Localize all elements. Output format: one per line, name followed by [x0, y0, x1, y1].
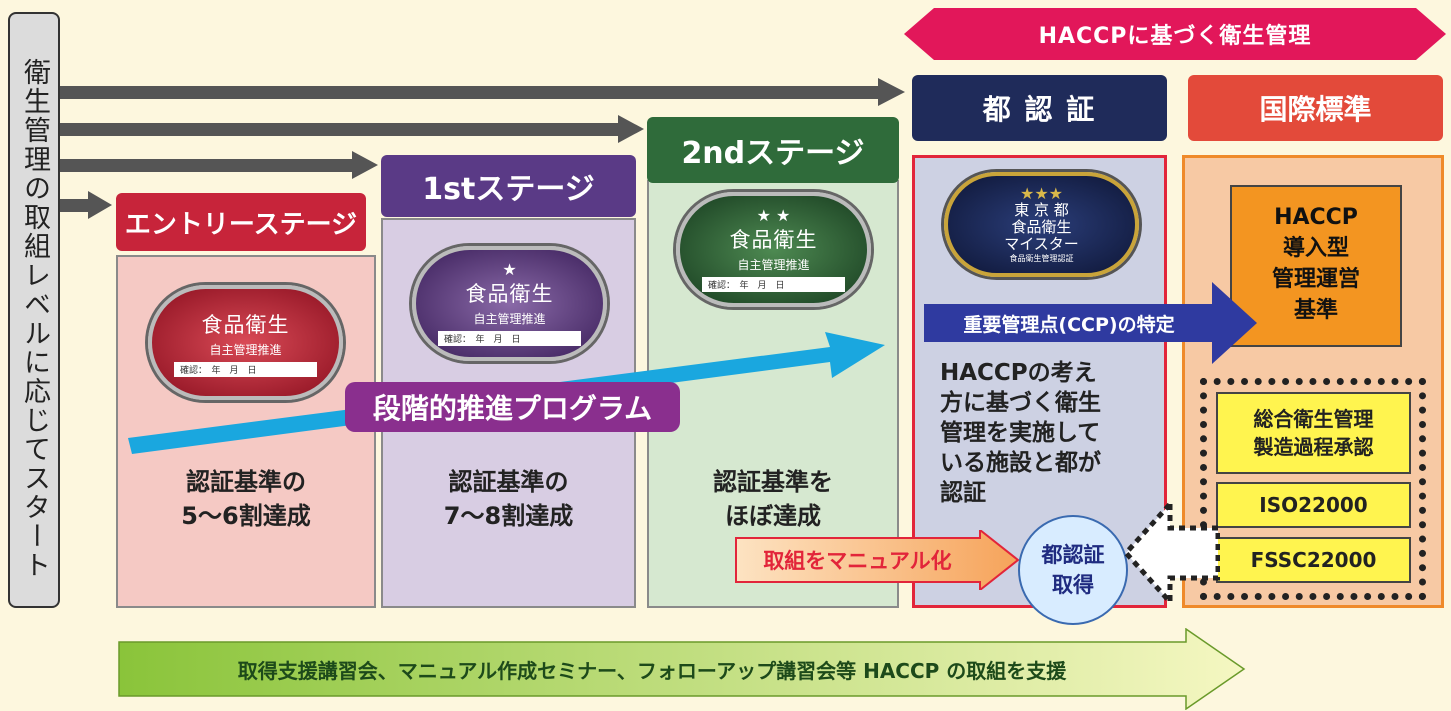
level-arrow-first-shaft — [60, 159, 354, 172]
cert-box-iso22000: ISO22000 — [1216, 482, 1411, 528]
level-arrow-entry-head — [88, 191, 112, 219]
bottom-arrow-shape — [118, 628, 1246, 710]
tokyo-badge-stars: ★★★ — [1019, 183, 1064, 203]
first-badge-stars: ★ — [502, 259, 517, 279]
entry-badge-confirm: 確認： 年 月 日 — [174, 361, 317, 377]
second-stage-title: 2ndステージ — [647, 117, 899, 183]
top-banner: HACCPに基づく衛生管理 — [1038, 24, 1312, 49]
entry-badge-line1: 食品衛生 — [201, 312, 290, 337]
program-label: 段階的推進プログラム — [345, 382, 680, 432]
first-badge: ★ 食品衛生 自主管理推進 確認： 年 月 日 — [412, 246, 607, 361]
first-badge-line2: 自主管理推進 — [473, 311, 546, 326]
ccp-arrow-label: 重要管理点(CCP)の特定 — [963, 313, 1175, 336]
level-arrow-tokyo-shaft — [60, 86, 880, 99]
level-arrow-second-shaft — [60, 123, 620, 136]
tokyo-badge: ★★★ 東 京 都 食品衛生 マイスター 食品衛生管理認証 — [944, 172, 1139, 277]
level-arrow-second-head — [618, 115, 644, 143]
entry-badge-line2: 自主管理推進 — [209, 342, 282, 357]
cert-dotted-arrow — [1122, 498, 1220, 608]
tokyo-cert-circle: 都認証 取得 — [1018, 515, 1128, 625]
manual-arrow-shape — [735, 530, 1020, 590]
side-label: 衛生管理の取組レベルに応じてスタート — [8, 12, 60, 608]
first-badge-confirm: 確認： 年 月 日 — [438, 330, 581, 346]
first-stage-title: 1stステージ — [381, 155, 636, 217]
entry-stage-title: エントリーステージ — [116, 193, 366, 251]
manual-arrow-label: 取組をマニュアル化 — [763, 549, 952, 573]
entry-badge: 食品衛生 自主管理推進 確認： 年 月 日 — [148, 285, 343, 400]
level-arrow-first-head — [352, 151, 378, 179]
second-badge: ★ ★ 食品衛生 自主管理推進 確認： 年 月 日 — [676, 192, 871, 307]
intl-haccp-box: HACCP 導入型 管理運営 基準 — [1230, 185, 1402, 347]
first-badge-line1: 食品衛生 — [465, 281, 554, 306]
ccp-arrow-shape — [924, 282, 1257, 364]
tokyo-criteria: HACCPの考え 方に基づく衛生 管理を実施して いる施設と都が 認証 — [940, 360, 1101, 506]
tokyo-badge-sub: 食品衛生管理認証 — [1009, 253, 1074, 263]
second-criteria: 認証基準を ほぼ達成 — [713, 468, 833, 530]
tokyo-badge-line3: マイスター — [1004, 234, 1079, 253]
tokyo-badge-line1: 東 京 都 — [1014, 200, 1069, 219]
first-criteria: 認証基準の 7〜8割達成 — [443, 468, 574, 530]
level-arrow-entry-shaft — [60, 199, 90, 212]
entry-criteria: 認証基準の 5〜6割達成 — [181, 468, 311, 530]
cert-box-fssc22000: FSSC22000 — [1216, 537, 1411, 583]
tokyo-title: 都 認 証 — [912, 75, 1167, 141]
level-arrow-tokyo-head — [878, 78, 905, 106]
cert-box-hassp: 総合衛生管理 製造過程承認 — [1216, 392, 1411, 474]
intl-title: 国際標準 — [1188, 75, 1443, 141]
second-badge-confirm: 確認： 年 月 日 — [702, 276, 845, 292]
second-badge-line2: 自主管理推進 — [737, 257, 810, 272]
bottom-arrow-label: 取得支援講習会、マニュアル作成セミナー、フォローアップ講習会等 HACCP の取… — [237, 658, 1067, 683]
second-badge-line1: 食品衛生 — [729, 227, 818, 252]
tokyo-badge-line2: 食品衛生 — [1011, 217, 1072, 236]
second-badge-stars: ★ ★ — [756, 205, 791, 225]
top-banner-shape — [904, 8, 1446, 60]
